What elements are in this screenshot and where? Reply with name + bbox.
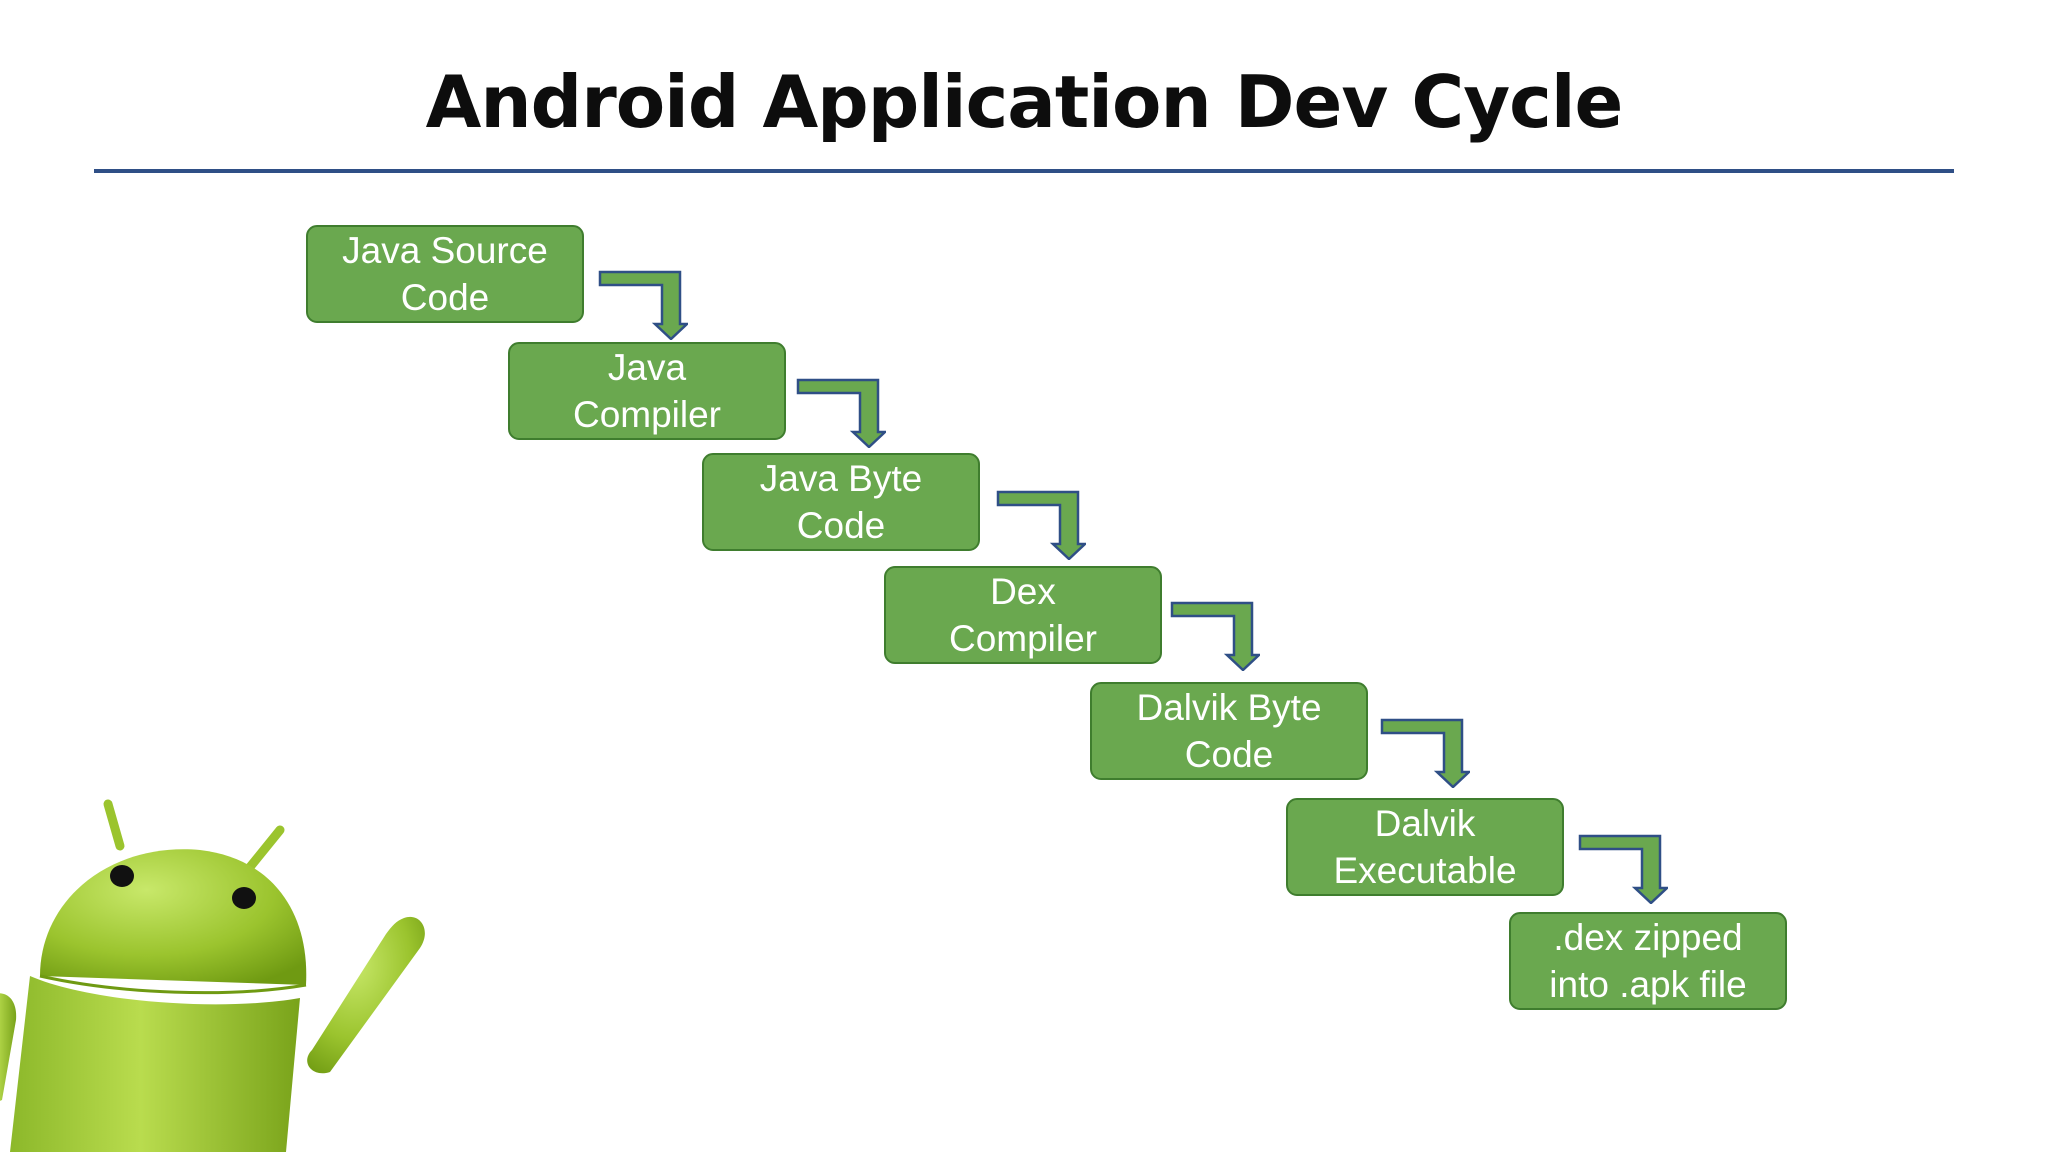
android-robot-icon (0, 799, 425, 1152)
bent-down-arrow-icon (1380, 718, 1470, 788)
bent-down-arrow-icon (1170, 601, 1260, 671)
bent-down-arrow-icon (796, 378, 886, 448)
step-label: Dex Compiler (948, 571, 1098, 659)
title-divider (94, 169, 1954, 173)
step-dalvik-executable: Dalvik Executable (1286, 798, 1564, 896)
step-label: Dalvik Byte Code (1136, 687, 1322, 775)
slide-title: Android Application Dev Cycle (425, 60, 1624, 144)
step-java-compiler: Java Compiler (508, 342, 786, 440)
step-java-byte-code: Java Byte Code (702, 453, 980, 551)
step-dex-compiler: Dex Compiler (884, 566, 1162, 664)
bent-down-arrow-icon (996, 490, 1086, 560)
step-java-source-code: Java Source Code (306, 225, 584, 323)
step-label: Java Byte Code (759, 458, 923, 546)
step-label: Dalvik Executable (1333, 803, 1517, 891)
step-label: .dex zipped into .apk file (1549, 917, 1747, 1005)
step-dex-zipped-apk: .dex zipped into .apk file (1509, 912, 1787, 1010)
bent-down-arrow-icon (598, 270, 688, 340)
step-label: Java Compiler (572, 347, 722, 435)
step-dalvik-byte-code: Dalvik Byte Code (1090, 682, 1368, 780)
step-label: Java Source Code (342, 230, 548, 318)
bent-down-arrow-icon (1578, 834, 1668, 904)
